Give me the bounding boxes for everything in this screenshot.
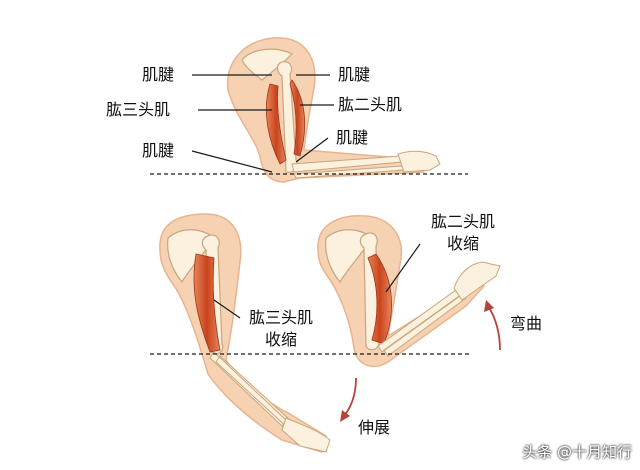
extended-triceps-muscle xyxy=(193,253,221,353)
top-hand xyxy=(397,150,441,173)
label-biceps-name: 肱二头肌 xyxy=(430,212,495,231)
label-biceps-contract: 收缩 xyxy=(446,234,479,253)
label-left-tendon-bottom: 肌腱 xyxy=(142,141,175,160)
leader-lower-right-tendon xyxy=(295,137,329,163)
extended-hand xyxy=(281,417,331,453)
flexion-arrow-head xyxy=(484,300,494,312)
label-biceps: 肱二头肌 xyxy=(338,95,403,114)
watermark: 头条 @十月知行 xyxy=(522,443,632,461)
leader-triceps-contract xyxy=(213,299,241,319)
flexed-arm-illustration xyxy=(317,215,501,368)
top-arm-illustration xyxy=(226,37,441,183)
flexed-hand xyxy=(453,261,501,301)
label-flexion: 弯曲 xyxy=(510,314,543,333)
top-biceps-muscle xyxy=(289,79,306,157)
label-right-tendon-bottom: 肌腱 xyxy=(336,128,369,147)
label-right-tendon-top: 肌腱 xyxy=(338,65,371,84)
label-triceps-name: 肱三头肌 xyxy=(248,308,313,327)
leader-lower-left-tendon xyxy=(191,150,273,173)
label-extension: 伸展 xyxy=(358,418,391,437)
label-triceps: 肱三头肌 xyxy=(106,100,171,119)
flexed-biceps-muscle xyxy=(367,253,392,345)
leader-biceps-contract xyxy=(385,243,421,293)
extension-arrow-head xyxy=(340,410,350,422)
extended-arm-illustration xyxy=(159,213,331,453)
label-triceps-contract: 收缩 xyxy=(264,330,297,349)
label-left-tendon-top: 肌腱 xyxy=(142,65,175,84)
flexion-arrow xyxy=(487,305,501,351)
extension-arrow xyxy=(343,377,357,417)
